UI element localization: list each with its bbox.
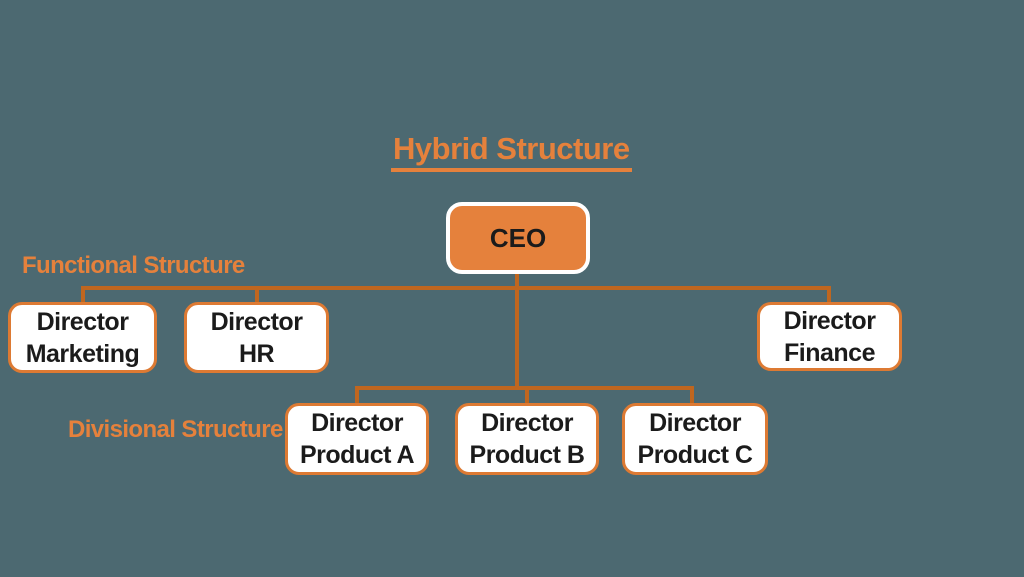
node-director-hr: Director HR — [184, 302, 329, 373]
connector-drop-hr — [255, 286, 259, 304]
node-ceo-label: CEO — [489, 222, 547, 253]
node-dept-line: HR — [238, 339, 275, 368]
node-role-line: Director — [481, 409, 573, 437]
node-director-product-c: Director Product C — [622, 403, 768, 475]
node-director-finance: Director Finance — [757, 302, 902, 371]
connector-drop-marketing — [81, 286, 85, 304]
node-ceo: CEO — [446, 202, 590, 274]
connector-drop-product-a — [355, 386, 359, 405]
node-director-marketing: Director Marketing — [8, 302, 157, 373]
node-role-line: Director — [210, 307, 303, 336]
node-dept-line: Finance — [784, 338, 875, 367]
node-dept-line: Marketing — [25, 339, 140, 368]
connector-ceo-vertical — [515, 272, 519, 390]
node-role-line: Director — [311, 409, 403, 437]
node-dept-line: Product B — [469, 441, 585, 469]
node-role-line: Director — [649, 409, 741, 437]
page-title: Hybrid Structure — [391, 131, 632, 172]
connector-drop-finance — [827, 286, 831, 304]
functional-structure-label: Functional Structure — [22, 252, 245, 279]
connector-divisional-horizontal — [355, 386, 694, 390]
connector-drop-product-c — [690, 386, 694, 405]
node-dept-line: Product C — [637, 441, 753, 469]
connector-drop-product-b — [525, 386, 529, 405]
node-director-product-a: Director Product A — [285, 403, 429, 475]
connector-functional-horizontal — [81, 286, 831, 290]
node-dept-line: Product A — [299, 441, 415, 469]
node-role-line: Director — [36, 307, 129, 336]
divisional-structure-label: Divisional Structure — [68, 416, 283, 443]
node-director-product-b: Director Product B — [455, 403, 599, 475]
node-role-line: Director — [783, 306, 876, 335]
